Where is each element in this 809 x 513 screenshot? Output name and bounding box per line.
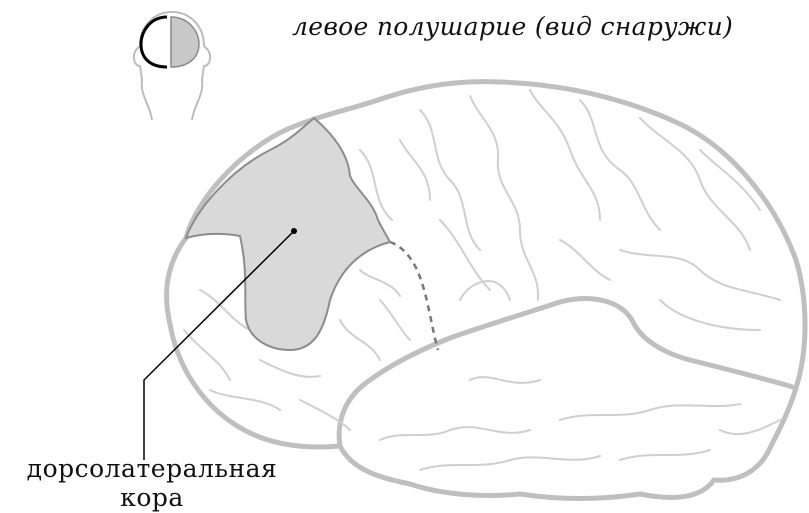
leader-dot — [291, 228, 297, 234]
region-label: дорсолатеральная кора — [2, 454, 302, 512]
gyri-lines — [183, 89, 781, 471]
region-label-line1: дорсолатеральная — [26, 454, 278, 483]
head-top-view-icon — [132, 10, 212, 121]
region-label-line2: кора — [120, 483, 184, 512]
dorsolateral-cortex-region — [184, 116, 392, 352]
left-hemisphere-marker — [139, 15, 168, 69]
diagram-title: левое полушарие (вид снаружи) — [292, 12, 734, 41]
dashed-boundary — [389, 240, 440, 351]
leader-line — [143, 230, 295, 460]
temporal-lobe — [336, 296, 797, 447]
right-hemisphere-shade — [170, 16, 200, 68]
